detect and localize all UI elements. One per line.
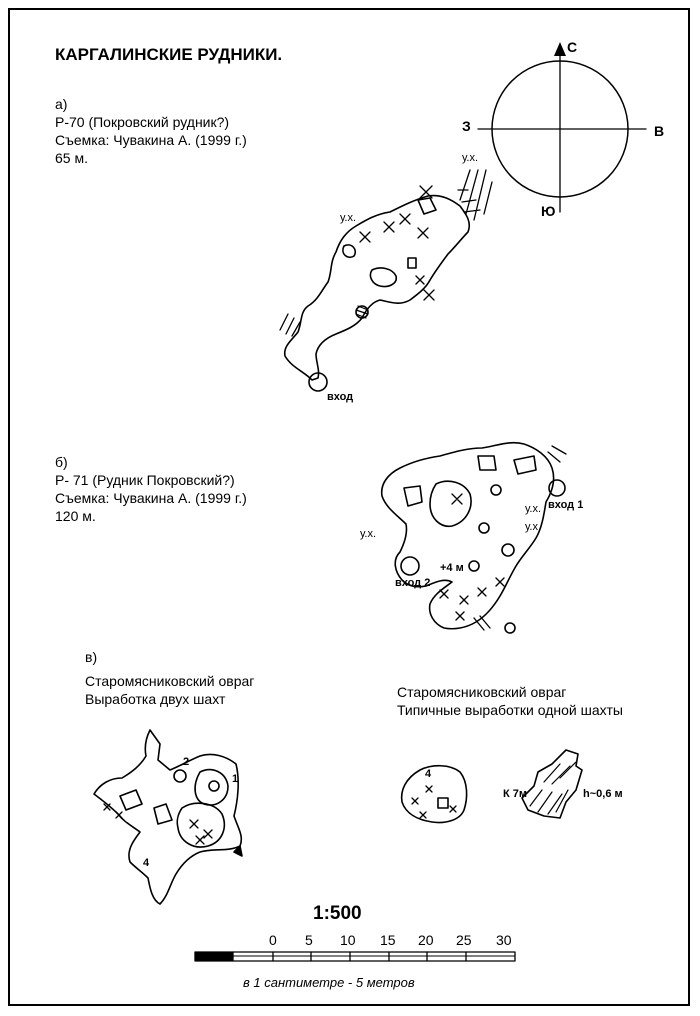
cave-p70-outline [283,194,471,381]
compass-south-label: Ю [541,203,556,219]
section-b-letter: б) [55,454,68,470]
typical-chamber-block [437,797,449,809]
b-yx-right1-label: у.х. [525,503,542,515]
cave-p71-plan [380,441,567,634]
two-shafts-marker [233,845,243,857]
section-b-length: 120 м. [55,508,96,524]
cave-p70-plan [279,169,493,392]
cave-p70-pillar [342,244,357,259]
cave-p71-shaft [504,622,516,634]
a-yx-left-label: у.х. [340,212,357,224]
b-entrance1-label: вход 1 [548,499,584,511]
page-title: КАРГАЛИНСКИЕ РУДНИКИ. [55,45,283,64]
section-a-letter: а) [55,96,68,112]
section-v-letter: в) [85,649,98,665]
section-a-code: Р-70 (Покровский рудник?) [55,114,230,130]
typical-gallery-outline [521,749,583,819]
two-shafts-block [153,803,173,825]
section-typical-line2: Типичные выработки одной шахты [397,702,623,718]
scale-tick-15: 15 [380,932,396,948]
compass-north-label: С [567,39,578,55]
compass-north-arrow-icon [554,42,566,56]
v-shaft4-label: 4 [143,857,150,869]
two-shafts-shaft1 [208,780,220,792]
section-b-code: Р- 71 (Рудник Покровский?) [55,472,235,488]
cave-p71-block [477,455,497,471]
cave-p71-shaft [490,484,502,496]
b-yx-right2-label: у.х. [525,521,542,533]
cave-p70-pillar [369,267,398,288]
a-yx-top-label: у.х. [462,152,479,164]
cave-p71-block [513,455,537,475]
b-yx-left-label: у.х. [360,528,377,540]
section-a-survey: Съемка: Чувакина А. (1999 г.) [55,132,247,148]
typical-depth-label: К 7м [503,788,528,800]
a-entrance-label: вход [327,391,354,403]
compass [477,42,647,213]
typical-gallery-hatch [529,761,577,815]
cave-p70-hatch-left [279,313,301,337]
cave-p71-shaft [468,560,480,572]
two-shafts-block [119,789,143,811]
typical-chamber-cross-marks [411,785,457,819]
cave-p70-hatch [355,305,369,319]
typical-chamber-outline [400,764,468,824]
cave-p70-hatch-top [457,169,493,221]
two-shafts-plan [93,729,243,905]
cave-p71-pillar [429,480,472,528]
cave-p71-outline [380,441,555,630]
scale-tick-0: 0 [269,932,277,948]
scale-ratio: 1:500 [313,903,362,924]
scale-tick-5: 5 [305,932,313,948]
cave-p71-entrance1-circle [548,479,566,497]
b-depth-label: +4 м [440,562,464,574]
scale-tick-20: 20 [418,932,434,948]
two-shafts-pillar [176,802,226,848]
cave-p70-cross-marks [359,185,435,301]
scale-tick-30: 30 [496,932,512,948]
cave-p71-shaft [501,543,515,557]
cave-p70-block [407,257,417,269]
section-b-survey: Съемка: Чувакина А. (1999 г.) [55,490,247,506]
section-a-length: 65 м. [55,150,88,166]
section-v-line1: Старомясниковский овраг [85,673,255,689]
compass-west-label: З [462,118,471,134]
two-shafts-pillar [194,768,229,806]
section-v-info: Старомясниковский овраг Выработка двух ш… [85,672,254,708]
section-b-info: б) Р- 71 (Рудник Покровский?) Съемка: Чу… [55,453,247,525]
typical-chamber-plan [400,764,468,824]
cave-p70-hatched-shaft [355,305,369,319]
scale-tick-25: 25 [456,932,472,948]
scale-bar [194,951,516,962]
section-typical-line1: Старомясниковский овраг [397,684,567,700]
typical-gallery-plan [521,749,583,819]
cave-p71-shaft [478,522,490,534]
compass-east-label: В [654,123,665,139]
typical-height-label: h~0,6 м [583,788,623,800]
scale-note: в 1 сантиметре - 5 метров [243,975,415,990]
v-shaft1-label: 1 [232,773,239,785]
two-shafts-outline [93,729,243,905]
two-shafts-shaft2 [173,769,187,783]
cave-p71-hatch [473,445,567,631]
cave-p71-entrance2-circle [400,556,420,576]
section-typical-info: Старомясниковский овраг Типичные выработ… [397,683,623,719]
cave-p70-entrance-circle [308,372,328,392]
section-v-line2: Выработка двух шахт [85,691,226,707]
map-frame [8,8,690,1006]
typical-shaft4-label: 4 [425,768,432,780]
scale-tick-10: 10 [340,932,356,948]
cave-p71-block [403,485,423,507]
cave-p71-cross-marks [439,493,505,621]
two-shafts-cross-marks [103,803,213,845]
cave-p70-shaft [417,197,437,215]
section-a-info: а) Р-70 (Покровский рудник?) Съемка: Чув… [55,95,247,167]
